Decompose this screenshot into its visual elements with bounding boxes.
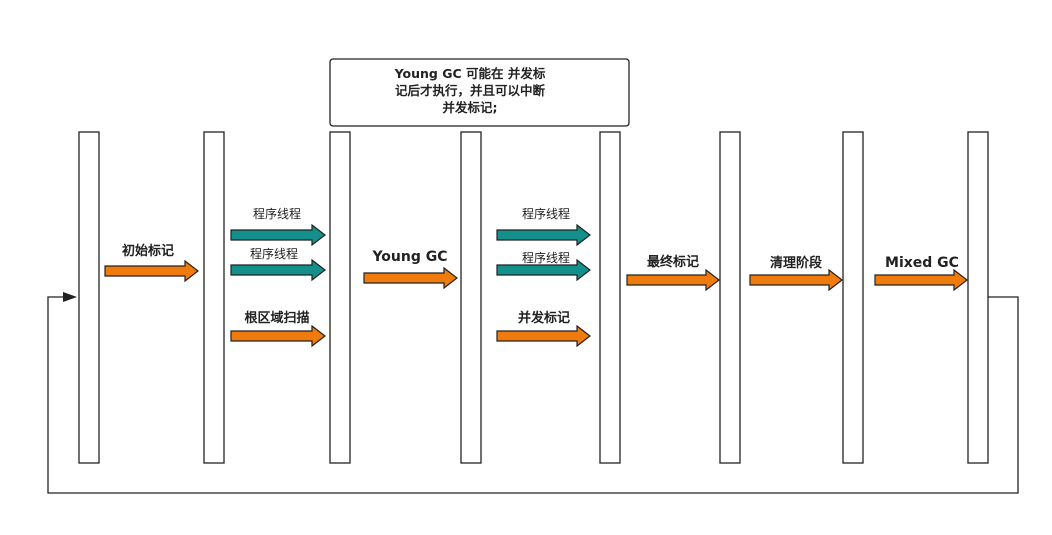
loop-back-connector [47,296,1019,494]
loop-back-arrowhead [63,292,77,302]
phase-bar-6 [719,131,741,464]
label-cleanup: 清理阶段 [770,255,822,271]
label-app-thread-4: 程序线程 [522,250,570,265]
arrow-young-gc [363,266,458,290]
note-line-1: Young GC 可能在 并发标 [394,66,546,81]
note-line-2: 记后才执行，并且可以中断 [395,83,546,98]
phase-bar-4 [460,131,482,464]
phase-bar-2 [203,131,225,464]
label-initial-mark: 初始标记 [122,243,174,259]
arrow-app-thread-4 [496,258,591,282]
arrow-app-thread-3 [496,223,591,247]
arrow-app-thread-2 [230,258,326,282]
label-app-thread-1: 程序线程 [253,206,301,221]
arrow-root-region-scan [230,324,326,348]
arrow-mixed-gc [874,268,968,292]
phase-bar-8 [967,131,989,464]
phase-bar-7 [842,131,864,464]
label-root-region-scan: 根区域扫描 [244,310,309,326]
note-line-3: 并发标记; [443,100,498,115]
label-mixed-gc: Mixed GC [885,255,959,271]
arrow-initial-mark [104,259,199,283]
phase-bar-5 [599,131,621,464]
arrow-final-mark [626,268,720,292]
label-app-thread-2: 程序线程 [250,246,298,261]
arrow-cleanup [749,268,843,292]
note-box [329,58,630,127]
label-final-mark: 最终标记 [647,254,699,270]
phase-bar-3 [329,131,351,464]
phase-bar-1 [78,131,100,464]
label-concurrent-mark: 并发标记 [518,310,570,326]
label-app-thread-3: 程序线程 [522,206,570,221]
arrow-concurrent-mark [496,324,591,348]
label-young-gc: Young GC [371,249,447,265]
arrow-app-thread-1 [230,223,326,247]
